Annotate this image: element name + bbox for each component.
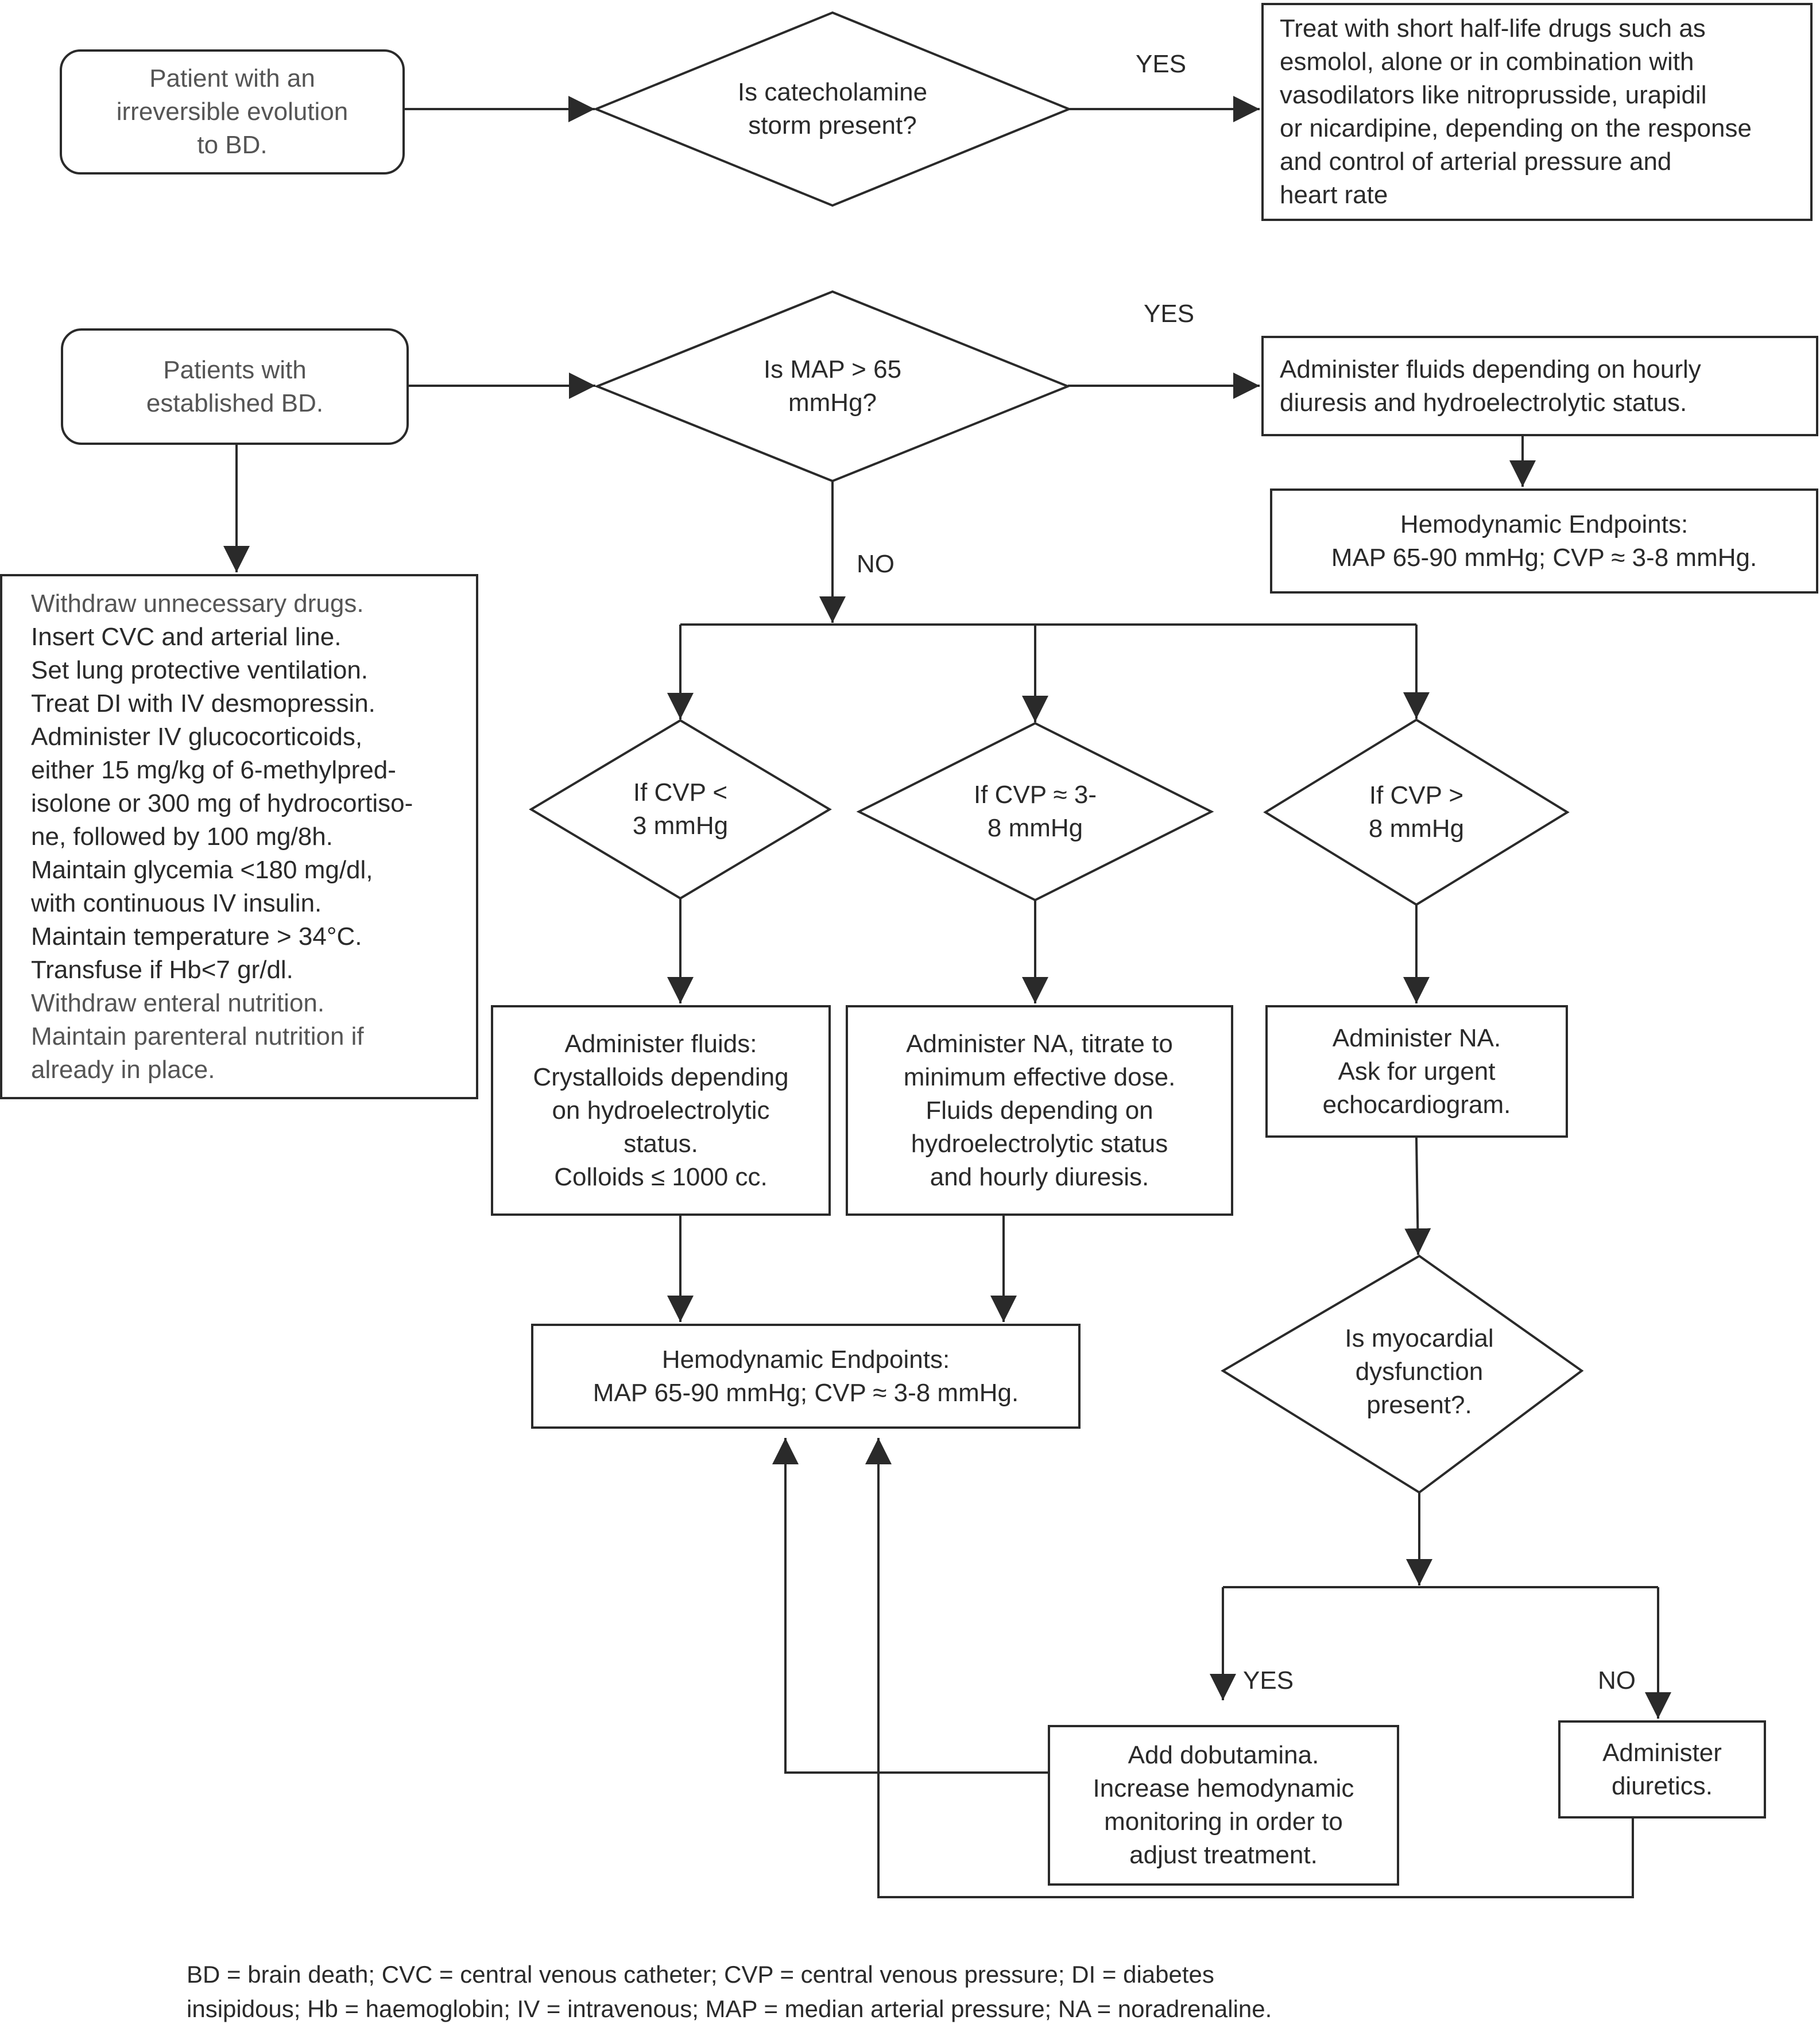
text-line: Withdraw unnecessary drugs.: [31, 589, 364, 618]
text-line: echocardiogram.: [1322, 1090, 1511, 1119]
arrow-dobutamine-feedback: [772, 1438, 1048, 1774]
node-add-dobutamine: Add dobutamina. Increase hemodynamic mon…: [1048, 1725, 1399, 1886]
text-line: Hemodynamic Endpoints:: [1400, 510, 1689, 538]
text-line: dysfunction: [1355, 1358, 1484, 1386]
text-line: Administer NA, titrate to: [906, 1029, 1173, 1058]
text-line: Administer: [1602, 1738, 1722, 1767]
text-line: vasodilators like nitroprusside, urapidi…: [1280, 81, 1707, 109]
text-line: Transfuse if Hb<7 gr/dl.: [31, 955, 293, 984]
text-line: established BD.: [146, 389, 324, 417]
text-line: If CVP ≈ 3-: [973, 781, 1097, 809]
text-line: Maintain temperature > 34°C.: [31, 922, 362, 951]
text-line: Is myocardial: [1345, 1324, 1494, 1352]
text-line: isolone or 300 mg of hydrocortiso-: [31, 789, 413, 817]
text-line: mmHg?: [788, 389, 877, 417]
label-cvp-high-question: If CVP > 8 mmHg: [1313, 778, 1520, 847]
footnote-abbreviations: BD = brain death; CVC = central venous c…: [187, 1957, 1272, 2024]
label-yes-catecholamine: YES: [1136, 50, 1187, 78]
text-line: MAP 65-90 mmHg; CVP ≈ 3-8 mmHg.: [593, 1378, 1019, 1407]
node-established-bd: Patients with established BD.: [61, 328, 409, 445]
text-line: already in place.: [31, 1055, 215, 1084]
text-line: monitoring in order to: [1104, 1808, 1343, 1836]
label-yes-myocardial: YES: [1243, 1666, 1294, 1695]
text-line: Treat DI with IV desmopressin.: [31, 689, 375, 718]
arrow-echo-to-myocardial: [1404, 1137, 1431, 1255]
text-line: Administer IV glucocorticoids,: [31, 722, 363, 751]
text-line: ne, followed by 100 mg/8h.: [31, 822, 333, 851]
text-line: status.: [624, 1129, 698, 1158]
label-yes-map: YES: [1144, 300, 1195, 328]
text-line: minimum effective dose.: [903, 1063, 1176, 1091]
node-administer-fluids-crystalloids: Administer fluids: Crystalloids dependin…: [491, 1005, 831, 1216]
node-irreversible-bd: Patient with an irreversible evolution t…: [60, 49, 405, 175]
text-line: Crystalloids depending: [533, 1063, 789, 1091]
text-line: and hourly diuresis.: [930, 1162, 1149, 1191]
text-line: If CVP <: [633, 778, 728, 807]
node-administer-na-titrate: Administer NA, titrate to minimum effect…: [846, 1005, 1233, 1216]
text-line: Maintain glycemia <180 mg/dl,: [31, 855, 373, 884]
label-catecholamine-question: Is catecholamine storm present?: [660, 63, 1005, 155]
text-line: or nicardipine, depending on the respons…: [1280, 114, 1752, 142]
text-line: If CVP >: [1369, 781, 1464, 809]
text-line: Colloids ≤ 1000 cc.: [554, 1162, 768, 1191]
node-endpoints-bottom: Hemodynamic Endpoints: MAP 65-90 mmHg; C…: [531, 1324, 1081, 1429]
label-map-question: Is MAP > 65 mmHg?: [660, 343, 1005, 429]
text-line: Administer fluids depending on hourly: [1280, 355, 1701, 383]
label-no-map: NO: [857, 550, 894, 578]
text-line: diuresis and hydroelectrolytic status.: [1280, 388, 1687, 417]
text-line: adjust treatment.: [1129, 1841, 1318, 1869]
text-line: Patient with an: [149, 64, 315, 92]
footnote-line: insipidous; Hb = haemoglobin; IV = intra…: [187, 1995, 1272, 2022]
text-line: Is catecholamine: [737, 78, 928, 106]
text-line: hydroelectrolytic status: [911, 1129, 1168, 1158]
label-no-myocardial: NO: [1598, 1666, 1636, 1695]
text-line: irreversible evolution: [116, 98, 348, 126]
text-line: Hemodynamic Endpoints:: [661, 1345, 950, 1374]
text-line: Add dobutamina.: [1128, 1741, 1319, 1769]
text-line: Withdraw enteral nutrition.: [31, 988, 325, 1017]
text-line: MAP 65-90 mmHg; CVP ≈ 3-8 mmHg.: [1331, 543, 1757, 572]
text-line: Administer fluids:: [564, 1029, 757, 1058]
text-line: Patients with: [163, 355, 307, 384]
arrow-diuretics-feedback: [865, 1438, 1634, 1898]
text-line: Is MAP > 65: [763, 355, 902, 383]
text-line: esmolol, alone or in combination with: [1280, 48, 1694, 76]
text-line: 8 mmHg: [1368, 815, 1465, 843]
diamond-catecholamine: [593, 11, 1072, 207]
text-line: storm present?: [748, 111, 917, 139]
text-line: Treat with short half-life drugs such as: [1280, 14, 1706, 42]
text-line: Insert CVC and arterial line.: [31, 622, 342, 651]
text-line: Administer NA.: [1332, 1023, 1501, 1052]
text-line: with continuous IV insulin.: [31, 889, 322, 917]
label-cvp-low-question: If CVP < 3 mmHg: [577, 775, 784, 844]
node-administer-diuretics: Administer diuretics.: [1558, 1720, 1766, 1819]
node-endpoints-top: Hemodynamic Endpoints: MAP 65-90 mmHg; C…: [1270, 488, 1818, 594]
text-line: present?.: [1366, 1391, 1472, 1419]
text-line: on hydroelectrolytic: [552, 1096, 770, 1125]
text-line: Maintain parenteral nutrition if: [31, 1022, 364, 1050]
text-line: either 15 mg/kg of 6-methylpred-: [31, 755, 396, 784]
text-line: to BD.: [197, 131, 268, 159]
text-line: Increase hemodynamic: [1093, 1774, 1354, 1802]
text-line: Ask for urgent: [1338, 1057, 1496, 1085]
text-line: 3 mmHg: [632, 812, 729, 840]
label-myocardial-question: Is myocardial dysfunction present?.: [1293, 1320, 1546, 1424]
text-line: Fluids depending on: [926, 1096, 1153, 1125]
text-line: 8 mmHg: [987, 814, 1083, 842]
node-administer-fluids-hourly: Administer fluids depending on hourly di…: [1261, 336, 1818, 436]
text-line: and control of arterial pressure and: [1280, 148, 1672, 176]
text-line: Set lung protective ventilation.: [31, 656, 369, 684]
text-line: diuretics.: [1611, 1771, 1713, 1800]
text-line: heart rate: [1280, 181, 1388, 209]
footnote-line: BD = brain death; CVC = central venous c…: [187, 1961, 1214, 1988]
label-cvp-mid-question: If CVP ≈ 3- 8 mmHg: [920, 777, 1150, 846]
node-administer-na-echo: Administer NA. Ask for urgent echocardio…: [1265, 1005, 1568, 1138]
node-short-halflife-drugs: Treat with short half-life drugs such as…: [1261, 3, 1813, 221]
node-general-measures: Withdraw unnecessary drugs. Insert CVC a…: [0, 574, 478, 1099]
